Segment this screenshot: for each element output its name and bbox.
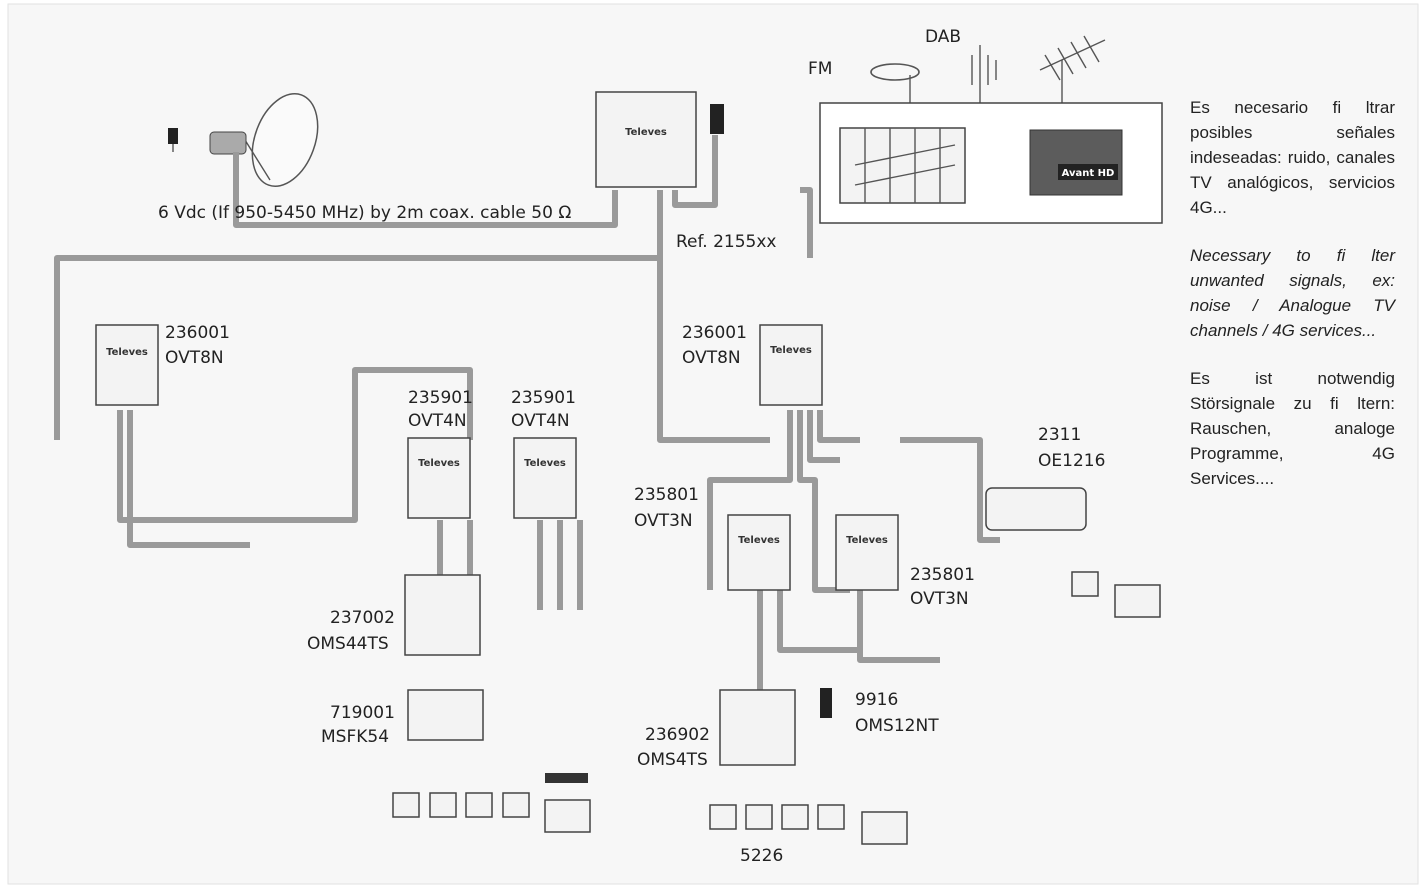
ovt3n-b-code: 235801 [910,565,975,585]
ovt3n-b-device: Televes [835,514,899,591]
ovt3n-a-code: 235801 [634,485,699,505]
ovt4n-a-device: Televes [407,437,471,519]
oms4-name: OMS4TS [637,750,708,770]
right-ovt8n-code: 236001 [682,323,747,343]
avant-hd-amplifier: Avant HD [1029,129,1123,196]
oms12nt-psu-icon [820,688,832,718]
main-unit-brand: Televes [625,127,667,138]
ovt3n-b-brand: Televes [846,535,888,546]
tv-icon [544,799,591,833]
ovt3n-a-device: Televes [727,514,791,591]
ovt3n-a-brand: Televes [738,535,780,546]
oms44ts-device [404,574,481,656]
uhf-antenna-icon [1039,35,1106,104]
ovt4n-a-brand: Televes [418,458,460,469]
dab-label: DAB [925,27,961,47]
psu-name: OMS12NT [855,716,939,736]
oms4-outlets [709,804,908,845]
oe-code: 2311 [1038,425,1081,445]
msfk54-device [407,689,484,741]
outlet-code: 5226 [740,846,783,866]
right-ovt8n-name: OVT8N [682,348,741,368]
oms4-code: 236902 [645,725,710,745]
settop-box-icon [545,773,588,783]
oms44-outlets [392,773,591,833]
fm-antenna-icon [870,63,920,104]
oms4ts-device [719,689,796,766]
fm-label: FM [808,59,832,79]
oe-name: OE1216 [1038,451,1105,471]
ovt3n-a-name: OVT3N [634,511,693,531]
left-ovt8n-name: OVT8N [165,348,224,368]
msfk-name: MSFK54 [321,727,389,747]
note-es: Es necesario fi ltrar posibles señales i… [1190,98,1395,217]
ovt4n-b-brand: Televes [524,458,566,469]
satellite-dish-icon [168,92,319,188]
dab-antenna-icon [971,45,997,104]
left-ovt8n-code: 236001 [165,323,230,343]
filter-modules [839,127,966,204]
psu-code: 9916 [855,690,898,710]
right-ovt8n-device: Televes [759,324,823,406]
oms44-code: 237002 [330,608,395,628]
right-ovt8n-brand: Televes [770,345,812,356]
note-de: Es ist notwendig Störsignale zu fi ltern… [1190,369,1395,488]
ovt4n-a-name: OVT4N [408,411,467,431]
power-supply-icon [710,104,724,134]
ovt4n-b-code: 235901 [511,388,576,408]
ovt3n-b-name: OVT3N [910,589,969,609]
ovt4n-b-name: OVT4N [511,411,570,431]
ovt4n-a-code: 235901 [408,388,473,408]
note-en: Necessary to fi lter unwanted signals, e… [1190,246,1395,340]
main-unit: Televes [595,91,724,188]
tv-icon [861,811,908,845]
tv-icon [1114,584,1161,618]
ovt4n-b-device: Televes [513,437,577,519]
left-ovt8n-device: Televes [95,324,159,406]
avant-brand-label: Avant HD [1062,168,1115,179]
left-ovt8n-brand: Televes [106,347,148,358]
oe1216-device [985,487,1161,618]
ref-label: Ref. 2155xx [676,232,776,252]
oms44-name: OMS44TS [307,634,389,654]
notes-panel: Es necesario fi ltrar posibles señales i… [1190,95,1395,514]
msfk-code: 719001 [330,703,395,723]
lnb-cable-label: 6 Vdc (If 950-5450 MHz) by 2m coax. cabl… [158,203,571,223]
